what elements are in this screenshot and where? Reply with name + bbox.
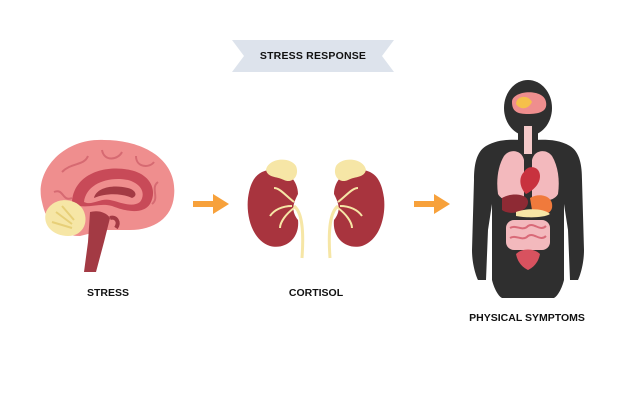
arrow-right-icon <box>193 194 229 219</box>
stage-label-cortisol: CORTISOL <box>288 287 344 299</box>
arrow-right-icon <box>414 194 450 219</box>
stage-label-stress: STRESS <box>86 287 129 299</box>
brain-icon <box>32 132 180 279</box>
diagram-title: STRESS RESPONSE <box>259 50 367 62</box>
human-body-organs-icon <box>466 80 590 305</box>
ribbon-shape <box>232 40 394 72</box>
kidneys-adrenal-icon <box>244 150 388 265</box>
title-banner: STRESS RESPONSE <box>232 40 394 72</box>
stage-label-physical-symptoms: PHYSICAL SYMPTOMS <box>469 312 585 324</box>
